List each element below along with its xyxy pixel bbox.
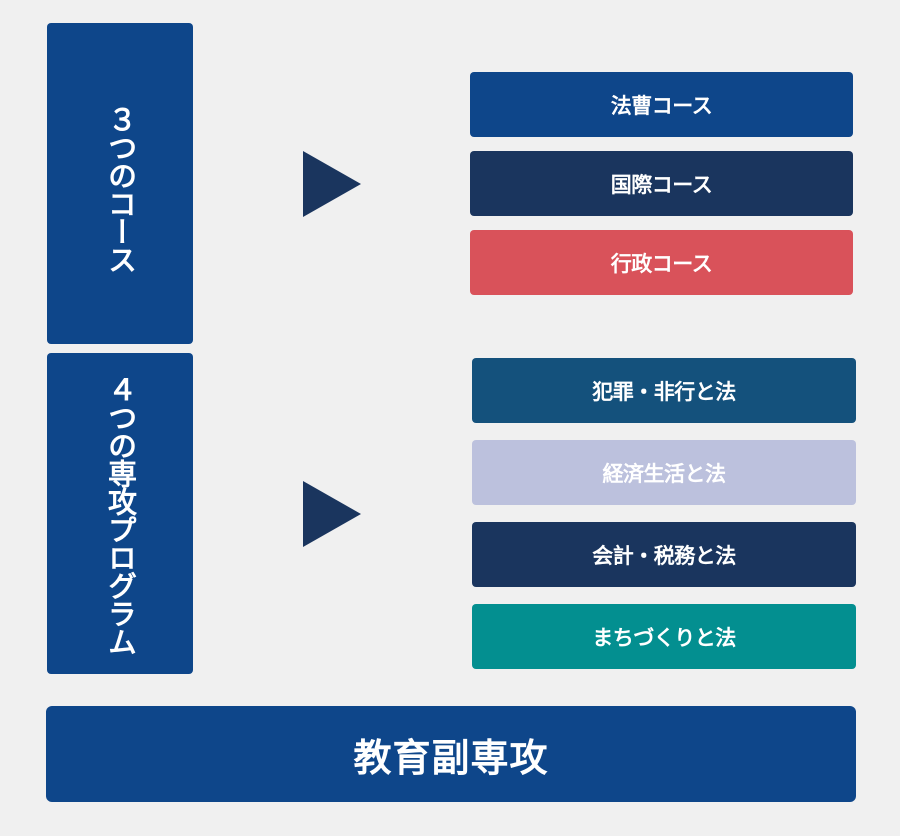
course-item-international[interactable]: 国際コース bbox=[470, 151, 853, 216]
program-item-accounting-tax-law[interactable]: 会計・税務と法 bbox=[472, 522, 856, 587]
program-item-town-planning-law[interactable]: まちづくりと法 bbox=[472, 604, 856, 669]
courses-arrow-icon bbox=[303, 151, 361, 217]
program-item-crime-delinquency-law[interactable]: 犯罪・非行と法 bbox=[472, 358, 856, 423]
four-programs-heading: ４つの専攻プログラム bbox=[103, 375, 138, 655]
three-courses-panel: ３つのコース bbox=[47, 23, 193, 344]
course-item-administration[interactable]: 行政コース bbox=[470, 230, 853, 295]
education-minor-banner[interactable]: 教育副専攻 bbox=[46, 706, 856, 802]
program-item-economic-life-law[interactable]: 経済生活と法 bbox=[472, 440, 856, 505]
four-programs-panel: ４つの専攻プログラム bbox=[47, 353, 193, 674]
course-item-legal-profession[interactable]: 法曹コース bbox=[470, 72, 853, 137]
programs-arrow-icon bbox=[303, 481, 361, 547]
three-courses-heading: ３つのコース bbox=[103, 105, 138, 273]
